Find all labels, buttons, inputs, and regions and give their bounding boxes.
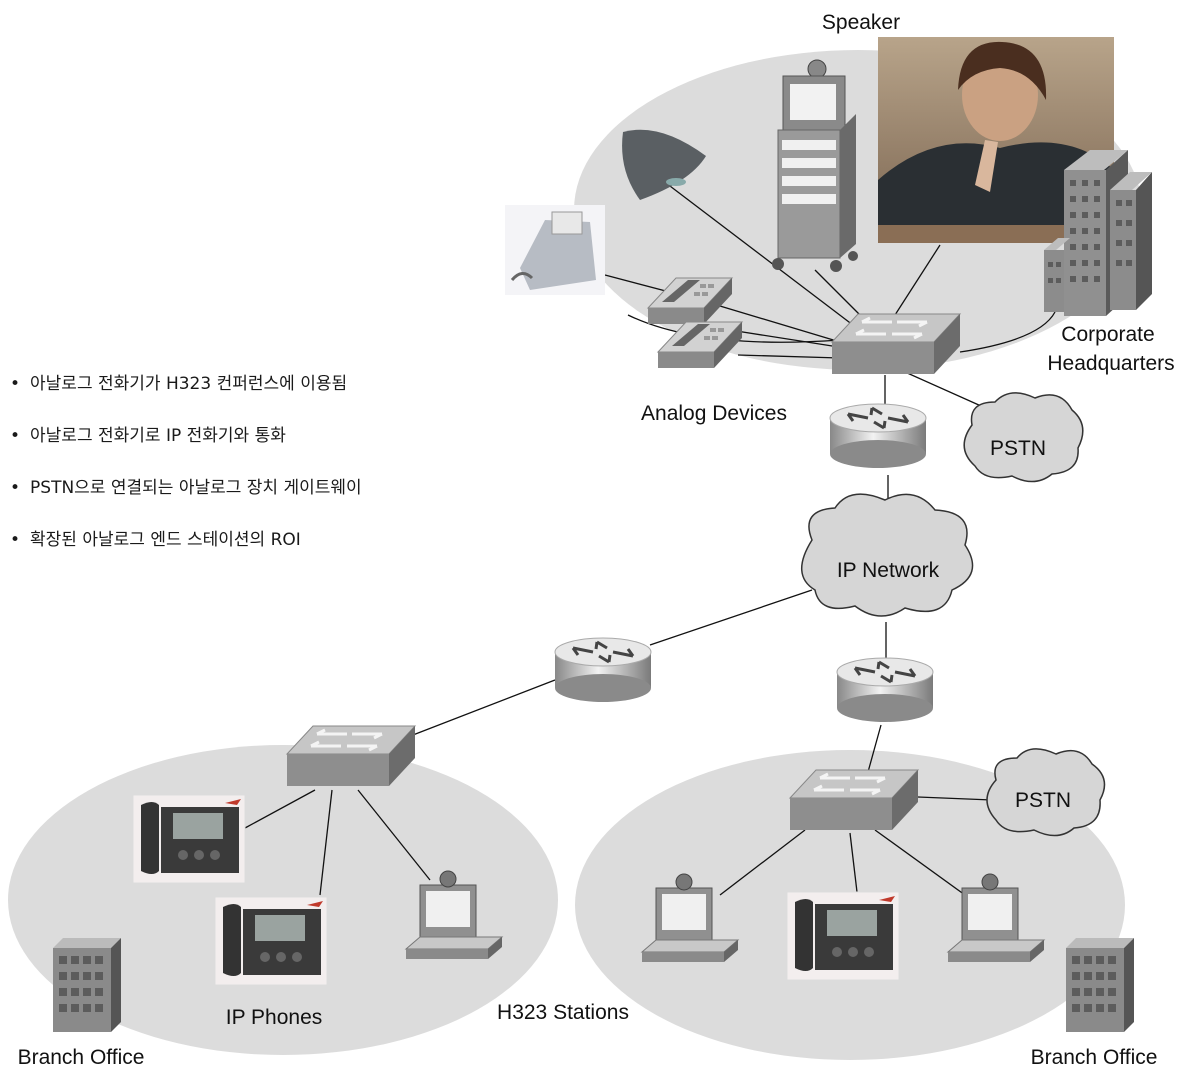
right-branch-router <box>835 656 935 724</box>
video-conference-cart <box>772 59 858 272</box>
hq-router <box>828 402 928 470</box>
analog-devices-label: Analog Devices <box>641 402 787 425</box>
conference-speakerphone <box>622 129 706 200</box>
right-branch-switch <box>788 768 920 832</box>
h323-stations-label: H323 Stations <box>497 1001 629 1024</box>
bullet-item: 확장된 아날로그 엔드 스테이션의 ROI <box>10 528 362 580</box>
left-branch-switch <box>285 724 417 788</box>
ip-phone-1 <box>132 794 246 884</box>
ip-network-label: IP Network <box>837 559 940 582</box>
ip-phones-label: IP Phones <box>226 1006 323 1029</box>
bullet-item: PSTN으로 연결되는 아날로그 장치 게이트웨이 <box>10 476 362 528</box>
speaker-label: Speaker <box>822 11 900 34</box>
corporate-buildings <box>1044 150 1152 316</box>
connection-lines <box>244 182 1056 896</box>
right-branch-building <box>1066 938 1134 1032</box>
feature-bullet-list: 아날로그 전화기가 H323 컨퍼런스에 이용됨 아날로그 전화기로 IP 전화… <box>10 372 362 580</box>
bullet-item: 아날로그 전화기가 H323 컨퍼런스에 이용됨 <box>10 372 362 424</box>
branch-office-left-label: Branch Office <box>18 1046 145 1068</box>
pstn-cloud-top: PSTN <box>963 392 1084 483</box>
ip-network-cloud: IP Network <box>801 493 974 617</box>
left-branch-router <box>553 636 653 704</box>
headquarters-label: Headquarters <box>1047 352 1174 375</box>
ip-phone-3 <box>786 891 900 981</box>
fax-machine <box>505 205 605 295</box>
hq-switch <box>830 312 962 376</box>
pstn-cloud-bottom: PSTN <box>986 748 1106 837</box>
left-branch-building <box>53 938 121 1032</box>
branch-office-right-label: Branch Office <box>1031 1046 1158 1068</box>
pstn-label-bottom: PSTN <box>1015 789 1071 812</box>
corporate-label: Corporate <box>1061 323 1154 346</box>
ip-phone-2 <box>214 896 328 986</box>
bullet-item: 아날로그 전화기로 IP 전화기와 통화 <box>10 424 362 476</box>
pstn-label-top: PSTN <box>990 437 1046 460</box>
